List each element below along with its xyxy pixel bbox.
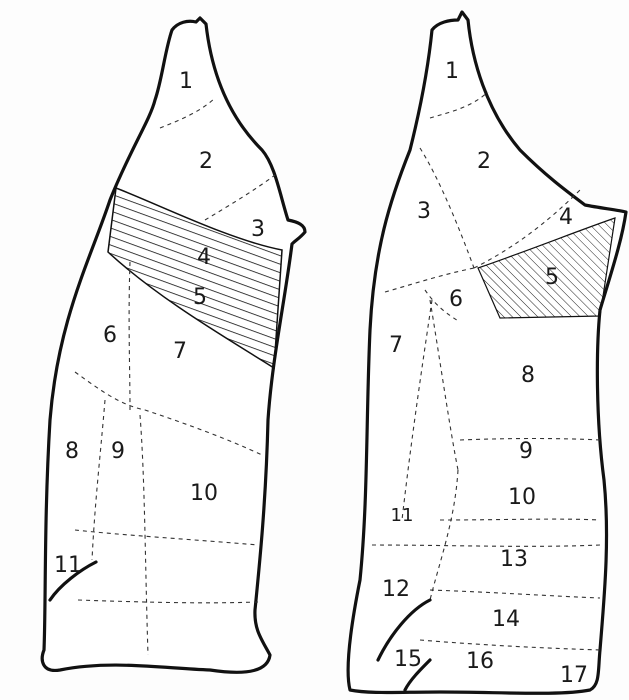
right-cut-9-label: 9 [519,439,533,464]
right-cut-7-label: 7 [389,333,403,358]
right-cut-16-label: 16 [466,649,494,674]
right-cut-10-label: 10 [508,485,536,510]
left-cut-10-label: 10 [190,481,218,506]
left-cut-9-label: 9 [111,439,125,464]
right-cut-11-label: 11 [391,505,414,526]
right-carcass-figure: 1 2 3 4 5 6 7 8 9 10 11 12 13 14 15 16 1… [348,12,626,693]
right-cut-15-label: 15 [394,647,422,672]
left-cut-11-label: 11 [54,553,82,578]
right-cut-1-label: 1 [445,59,459,84]
right-cut-13-label: 13 [500,547,528,572]
right-cut-17-label: 17 [560,663,588,688]
left-cut-5-label: 5 [193,285,207,310]
left-cut-6-label: 6 [103,323,117,348]
left-cut-1-label: 1 [179,69,193,94]
right-cut-4-label: 4 [559,205,573,230]
right-cut-14-label: 14 [492,607,520,632]
right-cut-3-label: 3 [417,199,431,224]
left-cut-8-label: 8 [65,439,79,464]
right-cut-6-label: 6 [449,287,463,312]
right-cut-12-label: 12 [382,577,410,602]
left-cut-3-label: 3 [251,217,265,242]
right-cut-5-label: 5 [545,265,559,290]
left-cut-7-label: 7 [173,339,187,364]
left-cut-4-label: 4 [197,245,211,270]
left-cut-2-label: 2 [199,149,213,174]
right-cut-2-label: 2 [477,149,491,174]
right-cut-8-label: 8 [521,363,535,388]
left-carcass-figure: 1 2 3 4 5 6 7 8 9 10 11 [42,18,305,672]
